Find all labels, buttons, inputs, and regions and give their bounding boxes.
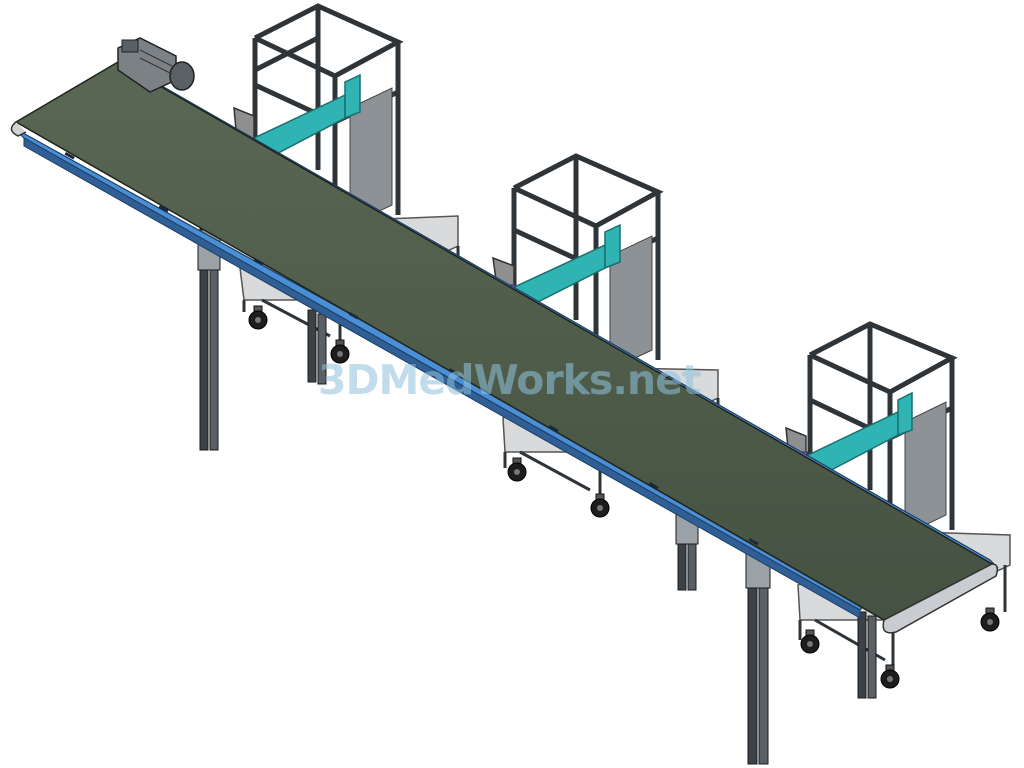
belt-conveyor bbox=[10, 61, 999, 634]
station-3-back-panel bbox=[904, 401, 947, 536]
caster-wheel bbox=[880, 664, 900, 689]
front-side-rail-lower bbox=[23, 137, 861, 619]
caster-wheel bbox=[248, 305, 268, 330]
station-1-back-panel bbox=[349, 87, 393, 226]
support-leg bbox=[857, 611, 877, 699]
caster-wheel bbox=[590, 493, 610, 518]
caster-wheel bbox=[507, 457, 527, 482]
support-leg bbox=[307, 309, 327, 385]
rail-slots bbox=[64, 152, 759, 546]
caster-wheel bbox=[980, 607, 1000, 632]
support-leg bbox=[197, 221, 221, 451]
belt-surface bbox=[14, 61, 994, 621]
support-leg bbox=[745, 539, 771, 765]
tail-roller bbox=[10, 121, 27, 137]
station-2-back-panel bbox=[609, 235, 653, 371]
caster-wheel bbox=[800, 629, 820, 654]
head-roller bbox=[882, 563, 999, 634]
drive-motor bbox=[117, 37, 195, 93]
caster-wheel bbox=[330, 339, 350, 364]
